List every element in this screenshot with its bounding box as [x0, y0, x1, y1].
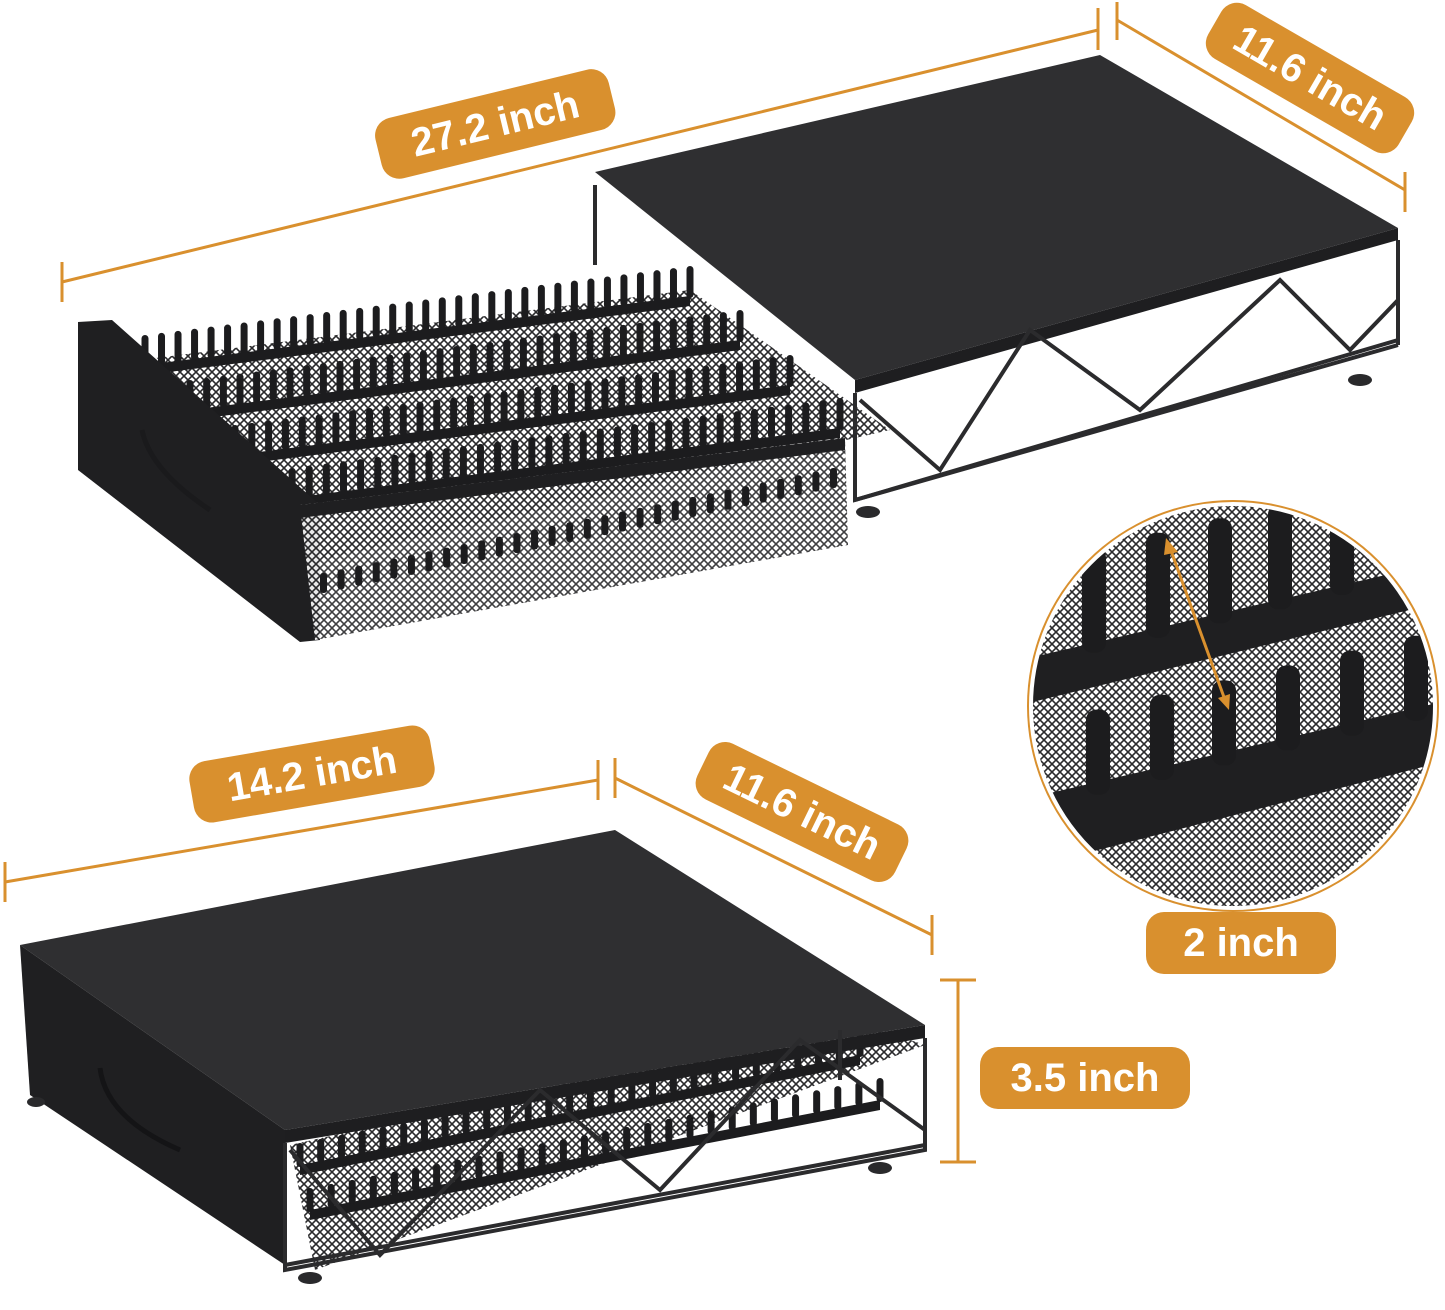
slot-spacing-arrow [1168, 547, 1227, 701]
label-height: 3.5 inch [1011, 1056, 1160, 1100]
stand-top-plate [595, 55, 1398, 380]
drawer-front-panel [78, 320, 320, 642]
closed-drawer-handle-icon [97, 1067, 181, 1153]
extended-drawer-illustration [78, 55, 1400, 642]
slot-detail-zoom [1027, 500, 1439, 912]
label-slot-spacing: 2 inch [1183, 921, 1299, 965]
closed-top-plate [20, 830, 925, 1130]
closed-drawer-illustration [20, 830, 927, 1284]
dimension-slot-spacing: 2 inch [1146, 912, 1336, 974]
closed-side-panel [20, 945, 285, 1265]
drawer-handle-icon [139, 429, 212, 513]
stand-frame [593, 55, 1400, 518]
dimension-height: 3.5 inch [940, 978, 1190, 1164]
